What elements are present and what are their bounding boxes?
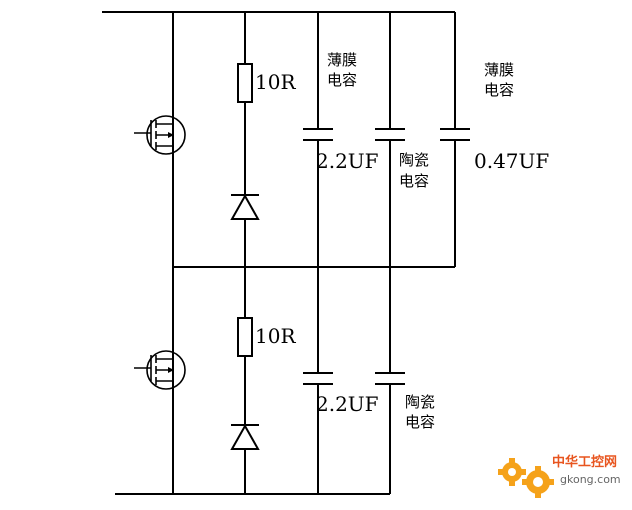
film-cap-a-label-2: 电容 [327, 71, 357, 89]
cap-value-upper: 2.2UF [316, 149, 379, 173]
ceramic-b-label-2: 电容 [405, 413, 435, 431]
capacitor-ceramic-lower [375, 372, 405, 385]
film-cap-a-label-1: 薄膜 [327, 51, 357, 69]
resistor-lower-label: 10R [255, 324, 296, 348]
diode-lower [230, 423, 260, 450]
film-cap-b-label-1: 薄膜 [484, 61, 514, 79]
capacitor-film-upper [303, 128, 333, 141]
resistor-upper-label: 10R [255, 70, 296, 94]
gear-icon [498, 458, 554, 498]
capacitor-film-lower [303, 372, 333, 385]
diode-upper [230, 193, 260, 220]
watermark-brand: 中华工控网 [552, 454, 617, 470]
film-cap-b-label-2: 电容 [484, 81, 514, 99]
ceramic-b-label-1: 陶瓷 [405, 393, 435, 411]
resistor-lower [237, 317, 253, 357]
ceramic-a-label-2: 电容 [399, 172, 429, 190]
mosfet-lower [134, 350, 186, 390]
capacitor-film-047 [440, 128, 470, 141]
cap-value-047: 0.47UF [474, 149, 549, 173]
mosfet-upper [134, 115, 186, 155]
ceramic-a-label-1: 陶瓷 [399, 151, 429, 169]
capacitor-ceramic-upper [375, 128, 405, 141]
watermark-url: gkong.com [560, 473, 621, 486]
watermark-logo: 中华工控网 gkong.com [498, 454, 621, 498]
resistor-upper [237, 63, 253, 103]
cap-value-lower: 2.2UF [316, 392, 379, 416]
